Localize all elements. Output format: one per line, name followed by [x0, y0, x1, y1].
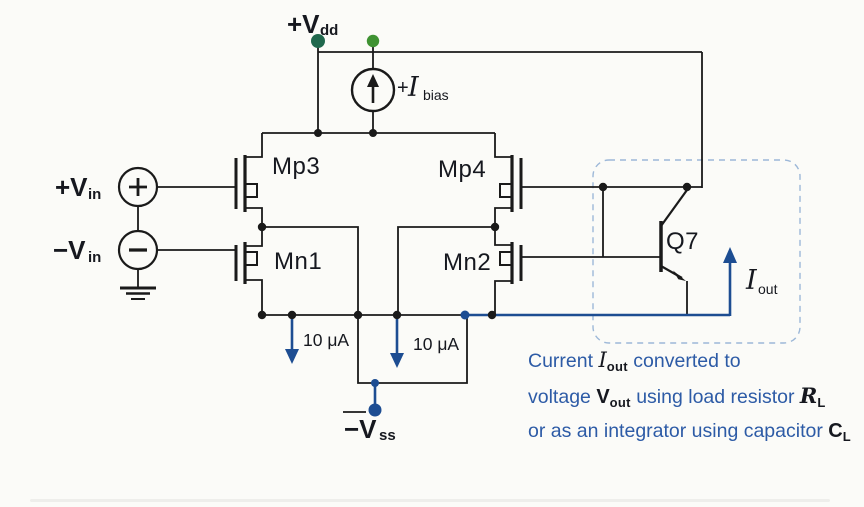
junction-dots: [257, 129, 692, 320]
mp3-source-step: [245, 133, 263, 158]
mn2-drain-step: [494, 227, 512, 246]
annotation-line-1: Current Iout converted to: [528, 346, 848, 381]
annotation-text: Current Iout converted to voltage Vout u…: [528, 346, 851, 451]
annotation-word: using load resistor: [630, 386, 795, 408]
ground-icon: [120, 286, 156, 300]
iout-label-sub: out: [758, 281, 778, 297]
vout-symbol-sub: out: [609, 395, 631, 410]
junction-dot: [392, 310, 402, 320]
tail-arrowhead-right-down: [390, 353, 404, 368]
mp3-label: Mp3: [272, 153, 320, 180]
vss-terminal-dot: [368, 403, 382, 417]
blue-junction-dot: [460, 310, 470, 320]
rl-symbol-sub: L: [817, 395, 826, 410]
ibias-label-sub: bias: [423, 87, 449, 103]
iout-arrowhead-up: [723, 247, 737, 263]
junction-dot: [314, 129, 322, 137]
output-stage-dashed-box: [592, 159, 801, 344]
mn1-drain-step: [245, 227, 263, 247]
tail-current-right-label: 10 μA: [413, 334, 459, 354]
blue-current-paths: [290, 258, 732, 404]
mp4-body-loop: [499, 183, 512, 198]
q7-label: Q7: [666, 228, 699, 255]
blue-junction-dot: [371, 379, 379, 387]
iout-label: I: [745, 265, 758, 296]
vss-label-sub: ss: [379, 427, 396, 444]
vout-symbol: V: [596, 386, 610, 408]
iout-symbol: I: [598, 348, 607, 372]
q7-emitter-arrowhead: [673, 270, 686, 281]
vdd-label: +V: [287, 9, 320, 39]
junction-dot: [287, 310, 297, 320]
junction-dot: [598, 182, 608, 192]
mp4-source-step: [494, 133, 512, 158]
mn2-source-step: [494, 280, 512, 315]
iout-symbol-sub: out: [606, 359, 628, 374]
junction-dot: [353, 310, 363, 320]
right-drain-to-tail-wire: [397, 226, 495, 315]
cl-symbol-sub: L: [842, 429, 851, 444]
mp4-label: Mp4: [438, 156, 486, 183]
tail-arrowhead-left-down: [285, 349, 299, 364]
ibias-label: I: [407, 72, 420, 103]
junction-dot: [257, 310, 267, 320]
vss-label: −V: [344, 414, 377, 444]
mn1-source-step: [245, 279, 263, 315]
ibias-arrowhead-up: [367, 74, 379, 87]
annotation-word: Current: [528, 350, 594, 372]
ibias-label-plus: +: [397, 77, 409, 99]
tail-current-left-label: 10 μA: [303, 330, 349, 350]
vin-minus-label: −V: [53, 235, 86, 265]
mn1-body-loop: [245, 251, 258, 266]
mp3-drain-step: [245, 207, 263, 227]
vin-plus-label-sub: in: [88, 186, 101, 203]
annotation-line-3: or as an integrator using capacitor CL: [528, 417, 851, 451]
transistors: [234, 155, 663, 284]
cl-symbol: C: [828, 420, 843, 442]
left-drain-to-tail-wire: [262, 226, 359, 315]
mn2-label: Mn2: [443, 249, 491, 276]
rl-symbol: R: [799, 383, 818, 408]
annotation-word: voltage: [528, 386, 591, 408]
annotation-line-2: voltage Vout using load resistor RL: [528, 381, 848, 417]
q7-collector-wire: [660, 189, 688, 227]
junction-dot: [369, 129, 377, 137]
vin-plus-label: +V: [55, 172, 88, 202]
vin-minus-label-sub: in: [88, 249, 101, 266]
vdd-label-sub: dd: [320, 22, 338, 39]
junction-dot: [487, 310, 497, 320]
plus-sign-icon: [129, 178, 147, 196]
mp4-drain-step: [494, 207, 512, 227]
junction-dot: [257, 222, 267, 232]
junction-dot: [682, 182, 692, 192]
ibias-terminal-dot: [366, 34, 380, 48]
mn2-body-loop: [499, 251, 512, 266]
scan-artifact-band: [30, 499, 830, 502]
mp3-body-loop: [245, 183, 258, 198]
mn1-label: Mn1: [274, 248, 322, 275]
vdd-terminal-dot: [311, 34, 325, 48]
annotation-word: converted to: [627, 350, 741, 372]
tail-box-wire: [357, 315, 468, 384]
annotation-word: or as an integrator using capacitor: [528, 420, 823, 442]
junction-dot: [490, 222, 500, 232]
